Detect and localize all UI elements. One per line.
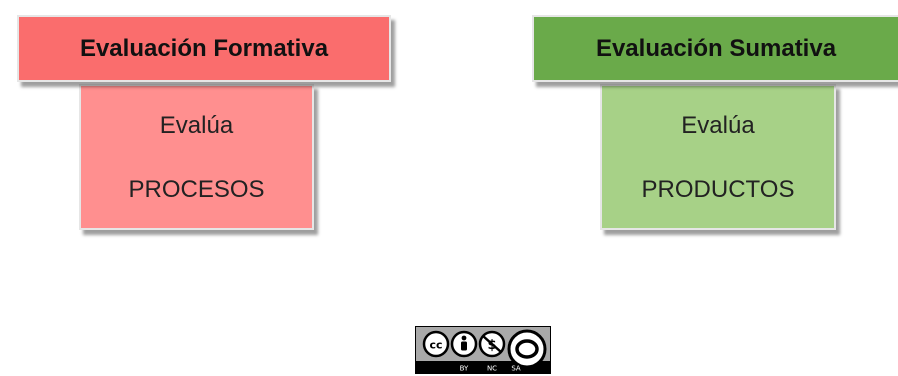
formative-evaluates-label: Evalúa (159, 112, 234, 139)
by-icon (450, 330, 478, 358)
summative-evaluates-label: Evalúa (681, 112, 755, 139)
summative-evaluation-title: Evaluación Sumativa (595, 34, 837, 62)
summative-products-label: PRODUCTOS (641, 176, 795, 203)
summative-evaluation-header: Evaluación Sumativa (532, 15, 898, 82)
sa-icon (507, 329, 547, 369)
nc-label: NC (487, 365, 497, 373)
formative-processes-label: PROCESOS (128, 176, 265, 203)
by-label: BY (460, 365, 469, 373)
formative-evaluation-title: Evaluación Formativa (79, 34, 329, 62)
cc-icon: cc (422, 330, 450, 358)
formative-evaluation-header: Evaluación Formativa (17, 15, 391, 82)
nc-icon: $ (478, 330, 506, 358)
summative-evaluation-box: Evalúa PRODUCTOS (600, 84, 836, 230)
sa-label: SA (511, 365, 521, 373)
formative-evaluation-box: Evalúa PROCESOS (79, 84, 314, 230)
creative-commons-license-badge[interactable]: cc $ BY NC SA (415, 326, 551, 374)
svg-text:cc: cc (429, 339, 442, 352)
